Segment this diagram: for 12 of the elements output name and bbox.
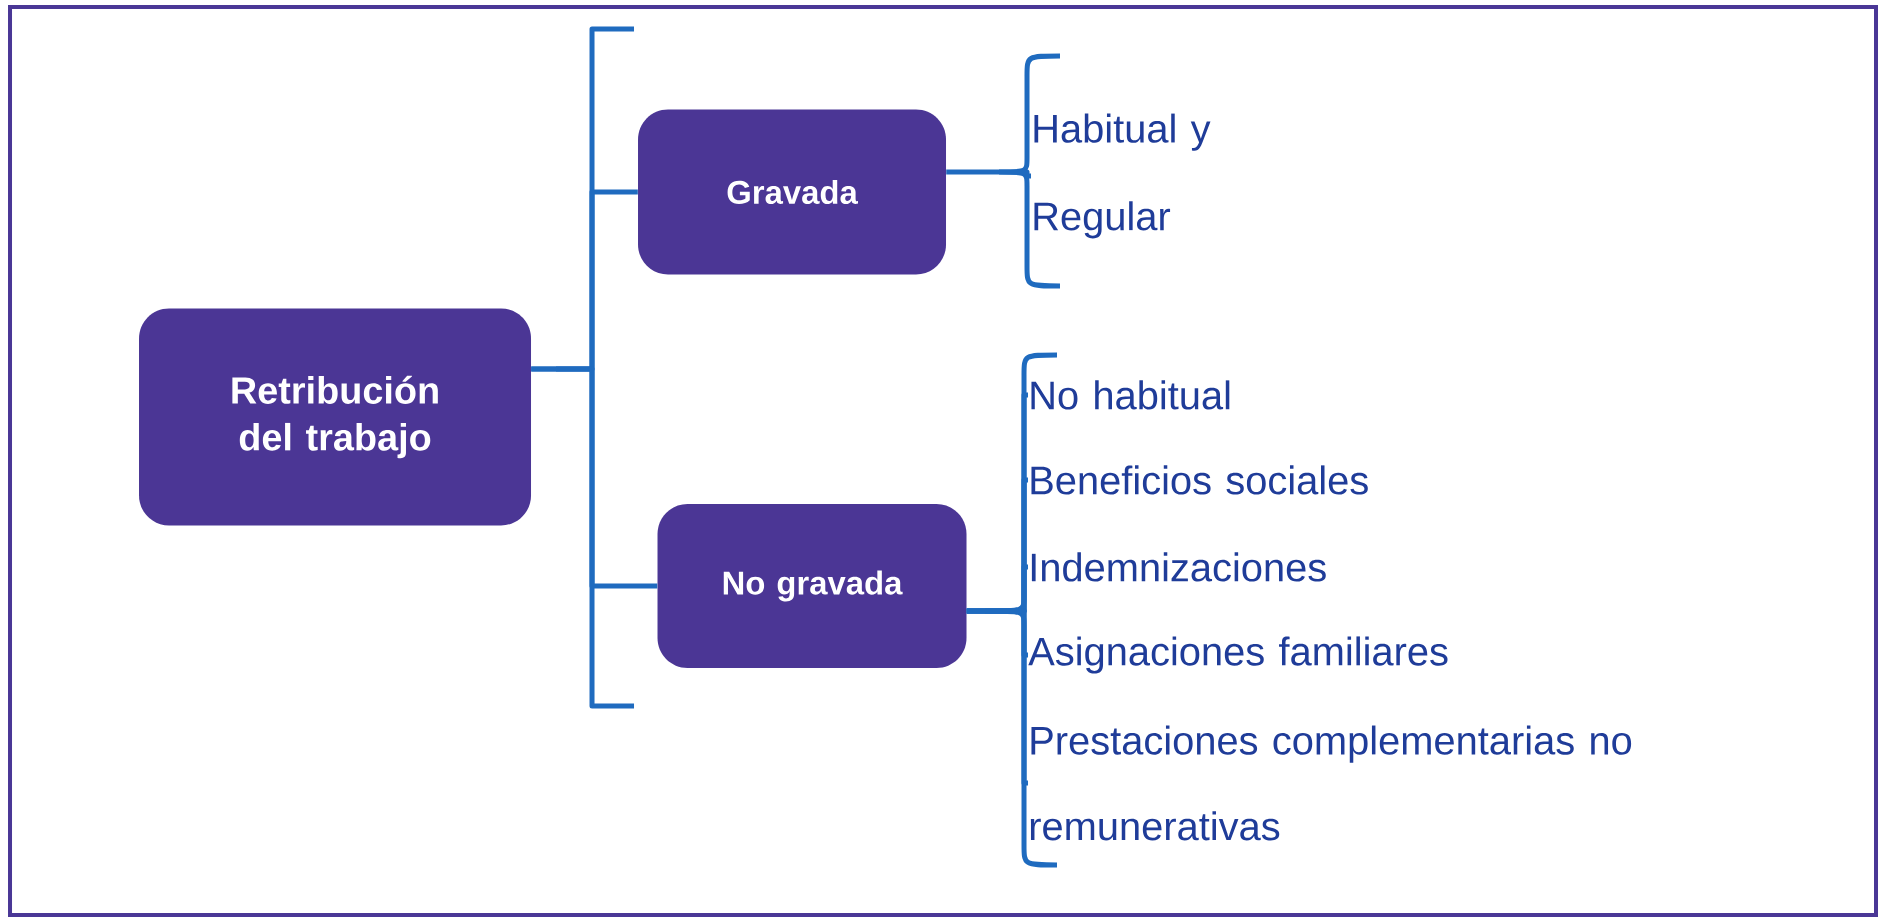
list-item: No habitual (1031, 380, 1230, 410)
connector (531, 366, 658, 589)
connector (966, 608, 1028, 786)
list-item: Beneficios sociales (1031, 465, 1368, 495)
category-box: Gravada (638, 109, 946, 275)
list-item: Habitual y Regular (1034, 113, 1211, 239)
connector (946, 169, 1031, 179)
list-item: Prestaciones complementarias no remunerativas (1030, 725, 1632, 841)
category-box: Retribución del trabajo (139, 308, 531, 526)
list-item: Indemnizaciones (1031, 552, 1326, 582)
list-item: Asignaciones familiares (1028, 636, 1448, 674)
category-box: No gravada (657, 504, 967, 668)
